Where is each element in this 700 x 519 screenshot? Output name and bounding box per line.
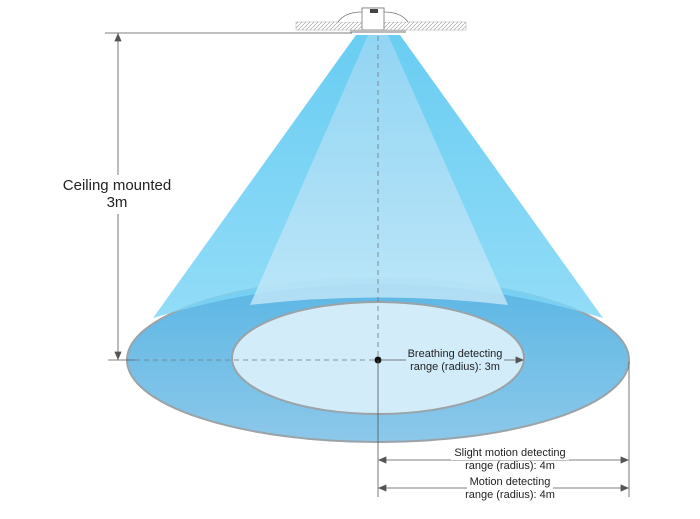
slight-motion-range-label: Slight motion detecting range (radius): …: [440, 447, 580, 472]
breathing-line2: range (radius): 3m: [410, 360, 500, 373]
ceiling-height-line2: 3m: [106, 194, 128, 212]
motion-line1: Motion detecting: [466, 476, 554, 489]
motion-line2: range (radius): 4m: [465, 488, 555, 501]
ceiling-height-label: Ceiling mounted 3m: [52, 175, 182, 214]
slight-motion-line2: range (radius): 4m: [465, 459, 555, 472]
inner-cone: [250, 35, 508, 305]
ceiling-sensor-icon: [295, 7, 467, 33]
ceiling-height-line1: Ceiling mounted: [62, 177, 172, 194]
motion-range-label: Motion detecting range (radius): 4m: [450, 476, 570, 501]
slight-motion-line1: Slight motion detecting: [451, 447, 569, 460]
breathing-line1: Breathing detecting: [405, 348, 505, 361]
breathing-range-label: Breathing detecting range (radius): 3m: [395, 348, 515, 373]
